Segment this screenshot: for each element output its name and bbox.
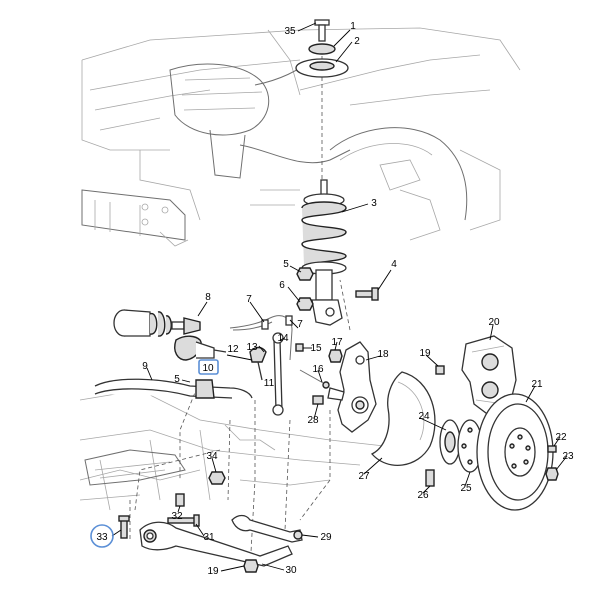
vehicle-body-outline — [81, 27, 521, 247]
callout-30: 30 — [285, 565, 297, 576]
part-3-strut-assembly — [301, 179, 347, 326]
callout-9: 9 — [142, 361, 148, 372]
part-20-brake-caliper — [461, 335, 517, 417]
callout-10-highlight-box — [198, 359, 219, 375]
part-16-sensor — [299, 369, 330, 389]
callout-29: 29 — [320, 532, 332, 543]
callout-12: 12 — [227, 344, 239, 355]
callout-10: 10 — [202, 363, 214, 374]
part-21-brake-rotor — [476, 393, 554, 511]
callout-leaders — [111, 22, 568, 572]
callout-28: 28 — [307, 415, 319, 426]
part-35-strut-mount-bolt — [314, 19, 330, 42]
part-27-brake-splash-shield — [370, 371, 436, 466]
callout-3: 3 — [371, 198, 377, 209]
callout-26: 26 — [417, 490, 429, 501]
callout-23: 23 — [562, 451, 574, 462]
callout-19-upper: 19 — [419, 348, 431, 359]
callout-7: 7 — [246, 294, 252, 305]
callout-8: 8 — [205, 292, 211, 303]
callout-13: 13 — [246, 342, 258, 353]
part-11-stabilizer-link — [249, 332, 284, 416]
part-5-nut — [296, 267, 314, 281]
part-33-bolt — [118, 515, 130, 539]
callout-7b: 7 — [297, 319, 303, 330]
callout-6: 6 — [279, 280, 285, 291]
callout-25: 25 — [460, 483, 472, 494]
subframe-outline — [79, 389, 421, 511]
part-22-23-rotor-screws — [545, 445, 559, 481]
part-8-drive-axle — [113, 309, 227, 361]
part-19-bolt-upper — [435, 365, 445, 375]
part-18-steering-knuckle — [327, 341, 377, 433]
part-32-bolt — [175, 493, 185, 507]
callout-2: 2 — [354, 36, 360, 47]
callout-1: 1 — [350, 21, 356, 32]
part-31-bolt — [167, 514, 200, 527]
callout-33: 33 — [96, 532, 108, 543]
part-25-wheel-hub — [457, 419, 483, 473]
callout-16: 16 — [312, 364, 324, 375]
part-29-tie-rod-end — [231, 514, 303, 543]
callout-15: 15 — [310, 343, 322, 354]
part-24-wheel-bearing — [439, 419, 461, 465]
callout-31: 31 — [203, 532, 215, 543]
part-1-2-strut-mount — [295, 43, 349, 78]
callout-14: 14 — [277, 333, 289, 344]
part-15-bolt — [295, 343, 304, 352]
callout-5: 5 — [283, 259, 289, 270]
part-6-nut — [296, 297, 314, 311]
callout-labels: 35 1 2 3 4 5 6 7 8 7 13 14 12 15 17 18 1… — [96, 21, 574, 577]
callout-17: 17 — [331, 337, 343, 348]
callout-5b: 5 — [174, 374, 180, 385]
callout-19-lower: 19 — [207, 566, 219, 577]
part-30-lower-control-arm — [139, 521, 293, 567]
part-28-bolt — [312, 395, 324, 405]
part-7-brake-hose — [229, 315, 293, 361]
callout-21: 21 — [531, 379, 543, 390]
callout-11: 11 — [264, 378, 275, 389]
part-19-nut-lower — [243, 559, 259, 573]
callout-34: 34 — [206, 451, 218, 462]
part-10-stabilizer-bushing — [195, 379, 215, 399]
part-26-bolt — [425, 469, 435, 487]
part-4-bolt — [355, 287, 379, 301]
callout-24: 24 — [418, 411, 430, 422]
callout-20: 20 — [488, 317, 500, 328]
callout-32: 32 — [171, 511, 183, 522]
callout-4: 4 — [391, 259, 397, 270]
callout-27: 27 — [358, 471, 370, 482]
callout-35: 35 — [284, 26, 296, 37]
callout-18: 18 — [377, 349, 389, 360]
callout-22: 22 — [555, 432, 567, 443]
part-17-nut — [328, 349, 343, 363]
part-34-nut — [208, 471, 226, 485]
callout-33-highlight-circle — [90, 524, 114, 548]
